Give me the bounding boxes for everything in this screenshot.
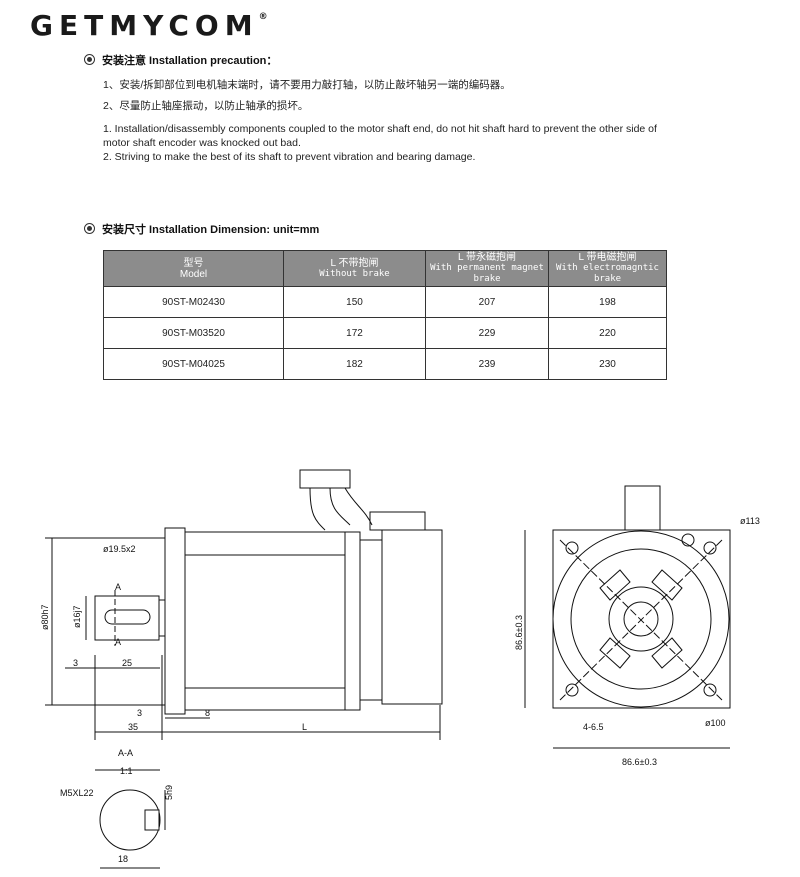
label-shaft-18: 18 bbox=[118, 854, 128, 864]
label-scale: 1:1 bbox=[120, 766, 133, 776]
label-holes: 4-6.5 bbox=[583, 722, 604, 732]
bullet-icon bbox=[84, 54, 95, 65]
precaution-en-2: motor shaft encoder was knocked out bad. bbox=[103, 137, 301, 149]
label-sq-h: 86.6±0.3 bbox=[622, 757, 657, 767]
encoder-housing bbox=[381, 529, 443, 705]
precaution-en-1: 1. Installation/disassembly components c… bbox=[103, 123, 657, 135]
label-len-8: 8 bbox=[205, 708, 210, 718]
precaution-en-3: 2. Striving to make the best of its shaf… bbox=[103, 151, 476, 163]
label-d-100: ø100 bbox=[705, 718, 726, 728]
label-len-L: L bbox=[302, 722, 307, 732]
bullet-icon bbox=[84, 223, 95, 234]
shaft-section bbox=[99, 789, 161, 851]
label-a-bottom: A bbox=[115, 637, 121, 647]
registered-mark: ® bbox=[258, 11, 268, 22]
label-d-113: ø113 bbox=[740, 516, 760, 526]
dimension-heading: 安装尺寸 Installation Dimension: unit=mm bbox=[84, 221, 319, 237]
precaution-cn-2: 2、尽量防止轴座振动，以防止轴承的损坏。 bbox=[103, 100, 309, 112]
precaution-heading: 安装注意 Installation precaution： bbox=[84, 52, 277, 68]
label-d-body: ø80h7 bbox=[40, 604, 50, 630]
label-d-key: ø19.5x2 bbox=[103, 544, 136, 554]
brand-logo: Getmycom® bbox=[30, 9, 268, 42]
motor-flange bbox=[164, 527, 186, 715]
label-d-shaft: ø16j7 bbox=[72, 605, 82, 628]
label-len-3b: 3 bbox=[137, 708, 142, 718]
connector bbox=[299, 469, 351, 489]
label-len-3: 3 bbox=[73, 658, 78, 668]
label-sq-v: 86.6±0.3 bbox=[514, 615, 524, 650]
label-len-35: 35 bbox=[128, 722, 138, 732]
precaution-cn-1: 1、安装/拆卸部位到电机轴末端时，请不要用力敲打轴，以防止敲坏轴另一端的编码器。 bbox=[103, 79, 511, 91]
label-a-top: A bbox=[115, 582, 121, 592]
label-len-25: 25 bbox=[122, 658, 132, 668]
label-key-h: 5h9 bbox=[164, 785, 174, 800]
motor-body bbox=[184, 531, 346, 711]
brand-name: Getmycom bbox=[30, 9, 259, 42]
motor-dimension-drawing: ø19.5x2 ø80h7 ø16j7 A A 3 25 3 8 35 L A-… bbox=[40, 469, 760, 869]
label-section: A-A bbox=[118, 748, 133, 758]
motor-shaft bbox=[94, 595, 160, 641]
label-thread: M5XL22 bbox=[60, 788, 94, 798]
